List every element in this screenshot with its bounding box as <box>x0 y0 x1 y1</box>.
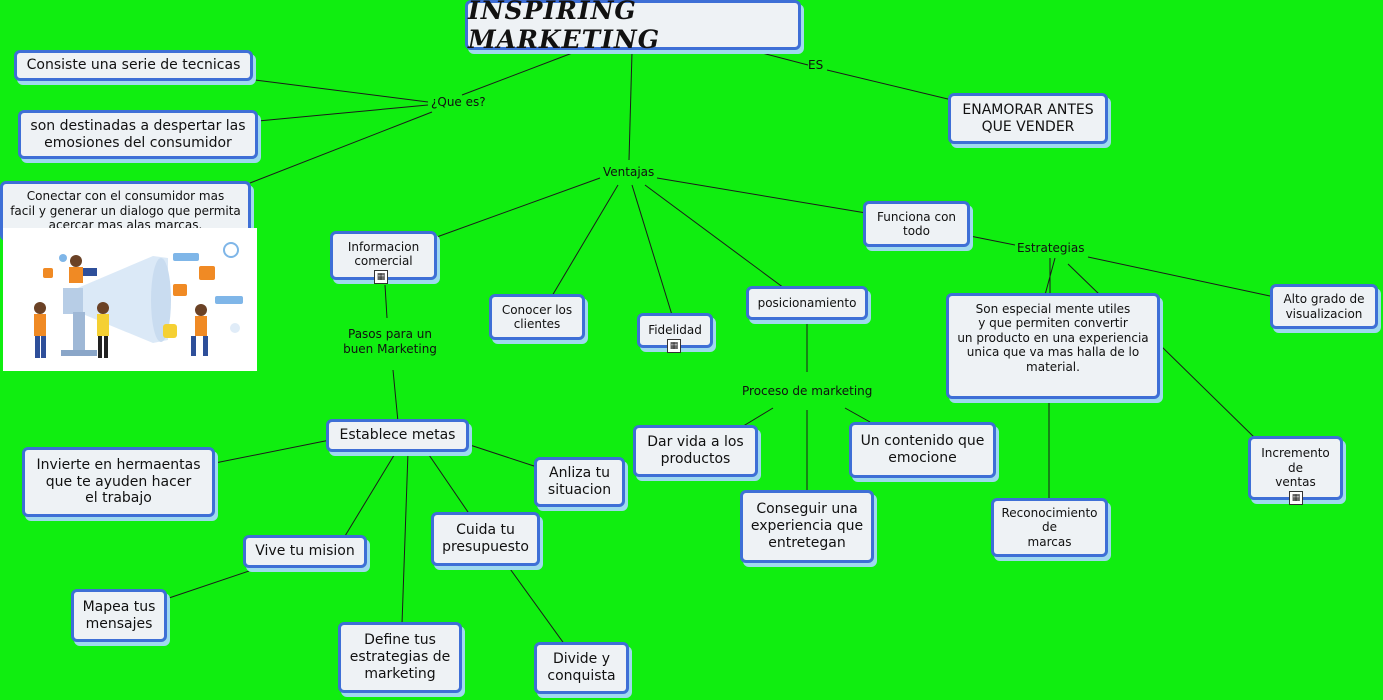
node-alto-grado[interactable]: Alto grado de visualizacion <box>1270 284 1378 329</box>
link <box>644 184 785 289</box>
subtree-icon[interactable]: ▦ <box>1289 491 1303 505</box>
node-cuida[interactable]: Cuida tu presupuesto <box>431 512 540 566</box>
link <box>656 177 867 214</box>
link <box>631 184 673 316</box>
megaphone-illustration <box>34 242 243 358</box>
link <box>426 451 471 516</box>
label-es[interactable]: ES <box>808 58 824 72</box>
node-especial[interactable]: Son especial mente utiles y que permiten… <box>946 293 1160 399</box>
link <box>969 235 1016 246</box>
node-incremento[interactable]: Incremento de ventas <box>1248 436 1343 500</box>
node-contenido[interactable]: Un contenido que emocione <box>849 422 996 478</box>
node-vive[interactable]: Vive tu mision <box>243 535 367 568</box>
node-enamorar[interactable]: ENAMORAR ANTES QUE VENDER <box>948 93 1108 144</box>
link <box>249 111 433 184</box>
node-reconocimiento[interactable]: Reconocimiento de marcas <box>991 498 1108 557</box>
link <box>1087 256 1271 297</box>
link <box>507 565 566 646</box>
node-mapea[interactable]: Mapea tus mensajes <box>71 589 167 642</box>
link <box>1044 257 1056 296</box>
link <box>469 444 538 468</box>
node-analiza[interactable]: Anliza tu situacion <box>534 457 625 507</box>
label-pasos[interactable]: Pasos para un buen Marketing <box>343 327 437 356</box>
link <box>461 51 576 96</box>
node-define[interactable]: Define tus estrategias de marketing <box>338 622 462 693</box>
node-consiste[interactable]: Consiste una serie de tecnicas <box>14 50 253 81</box>
node-posicionamiento[interactable]: posicionamiento <box>746 286 868 320</box>
node-invierte[interactable]: Invierte en hermaentas que te ayuden hac… <box>22 447 215 517</box>
link <box>214 439 331 464</box>
marketing-illustration <box>3 228 257 371</box>
link <box>551 184 619 297</box>
link <box>254 79 429 103</box>
link <box>392 369 399 423</box>
label-estrategias[interactable]: Estrategias <box>1017 241 1085 255</box>
link <box>257 104 429 122</box>
link <box>384 284 388 319</box>
label-que-es[interactable]: ¿Que es? <box>431 95 486 109</box>
link <box>165 567 259 600</box>
node-dar-vida[interactable]: Dar vida a los productos <box>633 425 758 477</box>
link <box>826 69 953 101</box>
node-conocer[interactable]: Conocer los clientes <box>489 294 585 340</box>
label-ventajas[interactable]: Ventajas <box>603 165 655 179</box>
link <box>344 451 397 537</box>
node-divide[interactable]: Divide y conquista <box>534 642 629 694</box>
link <box>433 177 601 239</box>
link <box>844 407 871 423</box>
link <box>1159 344 1258 441</box>
node-destinadas[interactable]: son destinadas a despertar las emosiones… <box>18 110 258 159</box>
link <box>628 51 633 161</box>
link <box>739 407 774 429</box>
subtree-icon[interactable]: ▦ <box>667 339 681 353</box>
link <box>757 51 809 66</box>
subtree-icon[interactable]: ▦ <box>374 270 388 284</box>
node-conseguir[interactable]: Conseguir una experiencia que entretegan <box>740 490 874 563</box>
link <box>401 451 409 625</box>
link <box>1067 263 1101 296</box>
mindmap-title[interactable]: INSPIRING MARKETING <box>465 0 801 54</box>
node-funciona[interactable]: Funciona con todo <box>863 201 970 247</box>
node-establece[interactable]: Establece metas <box>326 419 469 452</box>
label-proceso[interactable]: Proceso de marketing <box>742 384 873 398</box>
